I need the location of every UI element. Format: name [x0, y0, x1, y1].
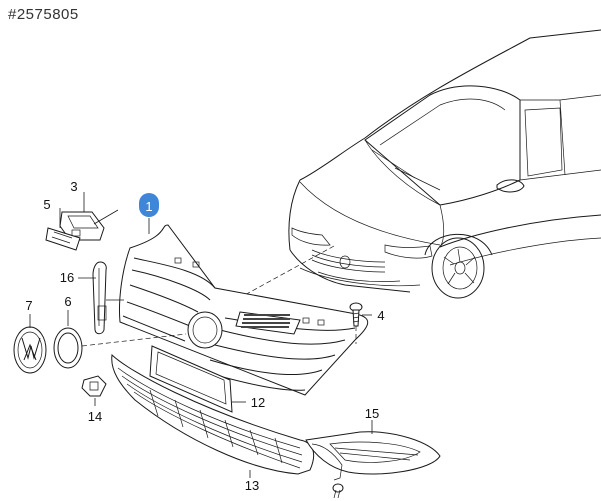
- assembly-leader-line: [231, 245, 335, 303]
- license-plate-bracket: [149, 345, 233, 413]
- car-illustration: [288, 29, 601, 299]
- callout-14[interactable]: 14: [88, 409, 102, 424]
- grille-mesh-pattern: [241, 314, 290, 328]
- emblem-carrier-bracket: [45, 211, 105, 251]
- upper-radiator-grille: [119, 224, 368, 396]
- callout-15[interactable]: 15: [365, 406, 379, 421]
- grille-screw: [349, 302, 363, 327]
- callout-4[interactable]: 4: [377, 308, 384, 323]
- callout-7[interactable]: 7: [25, 298, 32, 313]
- callout-1-highlight[interactable]: [139, 193, 159, 217]
- callout-6[interactable]: 6: [64, 294, 71, 309]
- callout-16[interactable]: 16: [60, 270, 74, 285]
- emblem-retaining-ring: [53, 327, 83, 369]
- part-number: #2575805: [8, 6, 79, 23]
- callout-13[interactable]: 13: [245, 478, 259, 493]
- mounting-clip: [81, 375, 107, 397]
- callout-5[interactable]: 5: [43, 197, 50, 212]
- callout-12[interactable]: 12: [251, 395, 265, 410]
- callout-1[interactable]: 1: [145, 199, 152, 214]
- callout-3[interactable]: 3: [70, 179, 77, 194]
- vw-emblem: [13, 326, 47, 374]
- lower-bumper-grille: [111, 353, 315, 475]
- side-trim-strip: [92, 261, 107, 335]
- fog-trim-screw: [332, 483, 344, 499]
- fog-light-trim: [305, 431, 441, 481]
